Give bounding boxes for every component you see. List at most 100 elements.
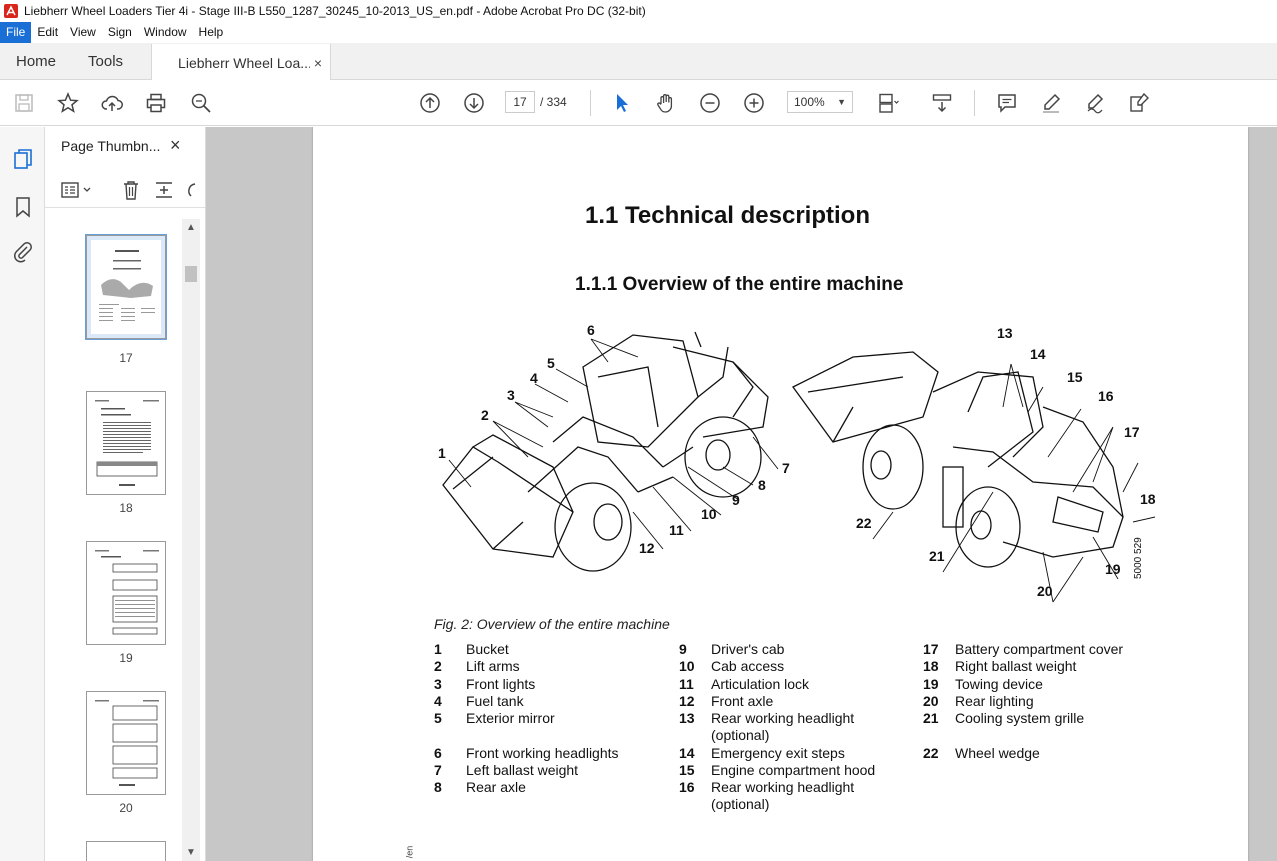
scroll-down-icon[interactable]: ▼ bbox=[186, 847, 196, 858]
menu-edit[interactable]: Edit bbox=[37, 25, 59, 39]
main-toolbar bbox=[0, 80, 1277, 126]
callout-label: 18 bbox=[1140, 491, 1156, 507]
panel-toolbar bbox=[45, 172, 205, 208]
next-page-icon[interactable] bbox=[462, 91, 486, 115]
page-fit-icon[interactable] bbox=[876, 91, 900, 115]
callout-label: 10 bbox=[701, 506, 717, 522]
previous-page-icon[interactable] bbox=[418, 91, 442, 115]
thumbnail-page-image bbox=[95, 400, 159, 486]
scroll-mode-icon[interactable] bbox=[930, 91, 954, 115]
thumbnail-page-number: 18 bbox=[119, 501, 133, 515]
scrollbar-thumb[interactable] bbox=[185, 266, 197, 282]
fill-sign-icon[interactable] bbox=[1127, 91, 1151, 115]
callout-label: 22 bbox=[856, 515, 872, 531]
bookmarks-icon[interactable] bbox=[11, 195, 35, 219]
callout-label: 7 bbox=[782, 460, 790, 476]
tab-bar: Home Tools Liebherr Wheel Loa... × bbox=[0, 43, 1277, 81]
toolbar-separator bbox=[590, 90, 591, 116]
hand-tool-icon[interactable] bbox=[654, 91, 678, 115]
figure-caption: Fig. 2: Overview of the entire machine bbox=[434, 616, 670, 632]
thumbnail-options-icon[interactable] bbox=[60, 179, 94, 201]
zoom-out-icon[interactable] bbox=[698, 91, 722, 115]
page-thumbnails-icon[interactable] bbox=[11, 147, 35, 171]
thumbnail-page-image bbox=[95, 550, 159, 635]
highlight-pen-icon[interactable] bbox=[1039, 91, 1063, 115]
print-icon[interactable] bbox=[144, 91, 168, 115]
zoom-select[interactable]: 100% ▼ bbox=[787, 91, 853, 113]
page-footer-text: /en bbox=[404, 845, 415, 859]
thumbnail-scrollbar[interactable]: ▲ ▼ bbox=[182, 219, 200, 861]
thumbnail-page-image bbox=[99, 250, 155, 321]
thumbnail-preview bbox=[91, 696, 161, 790]
save-icon[interactable] bbox=[12, 91, 36, 115]
select-cursor-icon[interactable] bbox=[610, 91, 634, 115]
panel-title: Page Thumbn... bbox=[61, 138, 161, 154]
delete-icon[interactable] bbox=[120, 179, 142, 201]
star-icon[interactable] bbox=[56, 91, 80, 115]
callout-label: 20 bbox=[1037, 583, 1053, 599]
close-panel-icon[interactable]: × bbox=[170, 135, 181, 155]
document-viewport[interactable]: 1.1 Technical description 1.1.1 Overview… bbox=[206, 127, 1277, 861]
figure-callouts: 1 2 3 4 5 6 7 8 9 10 11 12 13 14 15 16 1… bbox=[433, 317, 1173, 607]
callout-label: 8 bbox=[758, 477, 766, 493]
callout-label: 16 bbox=[1098, 388, 1114, 404]
thumbnail-page-18[interactable] bbox=[86, 391, 166, 495]
page-thumbnails-panel: Page Thumbn... × bbox=[45, 127, 206, 861]
tab-document[interactable]: Liebherr Wheel Loa... × bbox=[151, 44, 332, 81]
menu-sign[interactable]: Sign bbox=[107, 25, 132, 39]
callout-label: 6 bbox=[587, 322, 595, 338]
comment-icon[interactable] bbox=[995, 91, 1019, 115]
figure-code: 5000 529 bbox=[1133, 537, 1144, 579]
thumbnail-page-20[interactable] bbox=[86, 691, 166, 795]
thumbnail-page-image bbox=[95, 700, 159, 786]
menu-window[interactable]: Window bbox=[143, 25, 187, 39]
machine-overview-figure bbox=[442, 331, 1156, 603]
insert-pages-icon[interactable] bbox=[153, 179, 175, 201]
callout-label: 21 bbox=[929, 548, 945, 564]
window-title: Liebherr Wheel Loaders Tier 4i - Stage I… bbox=[24, 4, 646, 18]
zoom-in-icon[interactable] bbox=[742, 91, 766, 115]
thumbnail-page-number: 20 bbox=[119, 801, 133, 815]
page-total: / 334 bbox=[540, 95, 567, 109]
thumbnail-page-number: 17 bbox=[119, 351, 133, 365]
thumbnail-page-17[interactable] bbox=[85, 234, 167, 340]
close-tab-icon[interactable]: × bbox=[313, 54, 323, 71]
menu-help[interactable]: Help bbox=[198, 25, 224, 39]
menu-file[interactable]: File bbox=[0, 22, 32, 43]
page-number-input[interactable]: 17 bbox=[505, 91, 535, 113]
thumbnail-page-21[interactable] bbox=[86, 841, 166, 861]
thumbnail-page-19[interactable] bbox=[86, 541, 166, 645]
draw-sign-icon[interactable] bbox=[1083, 91, 1107, 115]
callout-label: 3 bbox=[507, 387, 515, 403]
rotate-icon[interactable] bbox=[183, 179, 197, 201]
attachments-icon[interactable] bbox=[11, 240, 35, 264]
callout-label: 11 bbox=[669, 522, 684, 538]
zoom-value: 100% bbox=[794, 95, 825, 109]
upload-cloud-icon[interactable] bbox=[100, 91, 124, 115]
callout-label: 5 bbox=[547, 355, 555, 371]
scroll-up-icon[interactable]: ▲ bbox=[186, 222, 196, 233]
callout-label: 17 bbox=[1124, 424, 1140, 440]
thumbnail-preview bbox=[91, 240, 161, 334]
find-zoom-icon[interactable] bbox=[189, 91, 213, 115]
menu-view[interactable]: View bbox=[70, 25, 96, 39]
tab-home[interactable]: Home bbox=[16, 53, 57, 70]
callout-label: 1 bbox=[438, 445, 446, 461]
navigation-rail bbox=[0, 127, 45, 861]
tab-tools[interactable]: Tools bbox=[88, 53, 124, 70]
